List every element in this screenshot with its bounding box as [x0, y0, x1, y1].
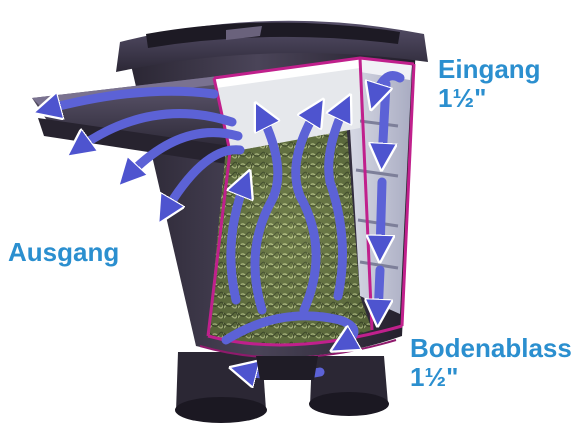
- drain-label: Bodenablass 1½": [410, 334, 572, 392]
- bottom-drain: [256, 356, 318, 380]
- flow-arrow-icon: [380, 182, 382, 252]
- inlet-label: Eingang 1½": [438, 55, 541, 113]
- inlet-label-name: Eingang: [438, 55, 541, 84]
- inlet-label-size: 1½": [438, 84, 541, 113]
- drain-label-size: 1½": [410, 363, 572, 392]
- flow-arrow-icon: [378, 270, 380, 316]
- drain-label-name: Bodenablass: [410, 334, 572, 363]
- flow-arrow-icon: [382, 84, 386, 160]
- outlet-label-name: Ausgang: [8, 238, 119, 267]
- outlet-label: Ausgang: [8, 238, 119, 267]
